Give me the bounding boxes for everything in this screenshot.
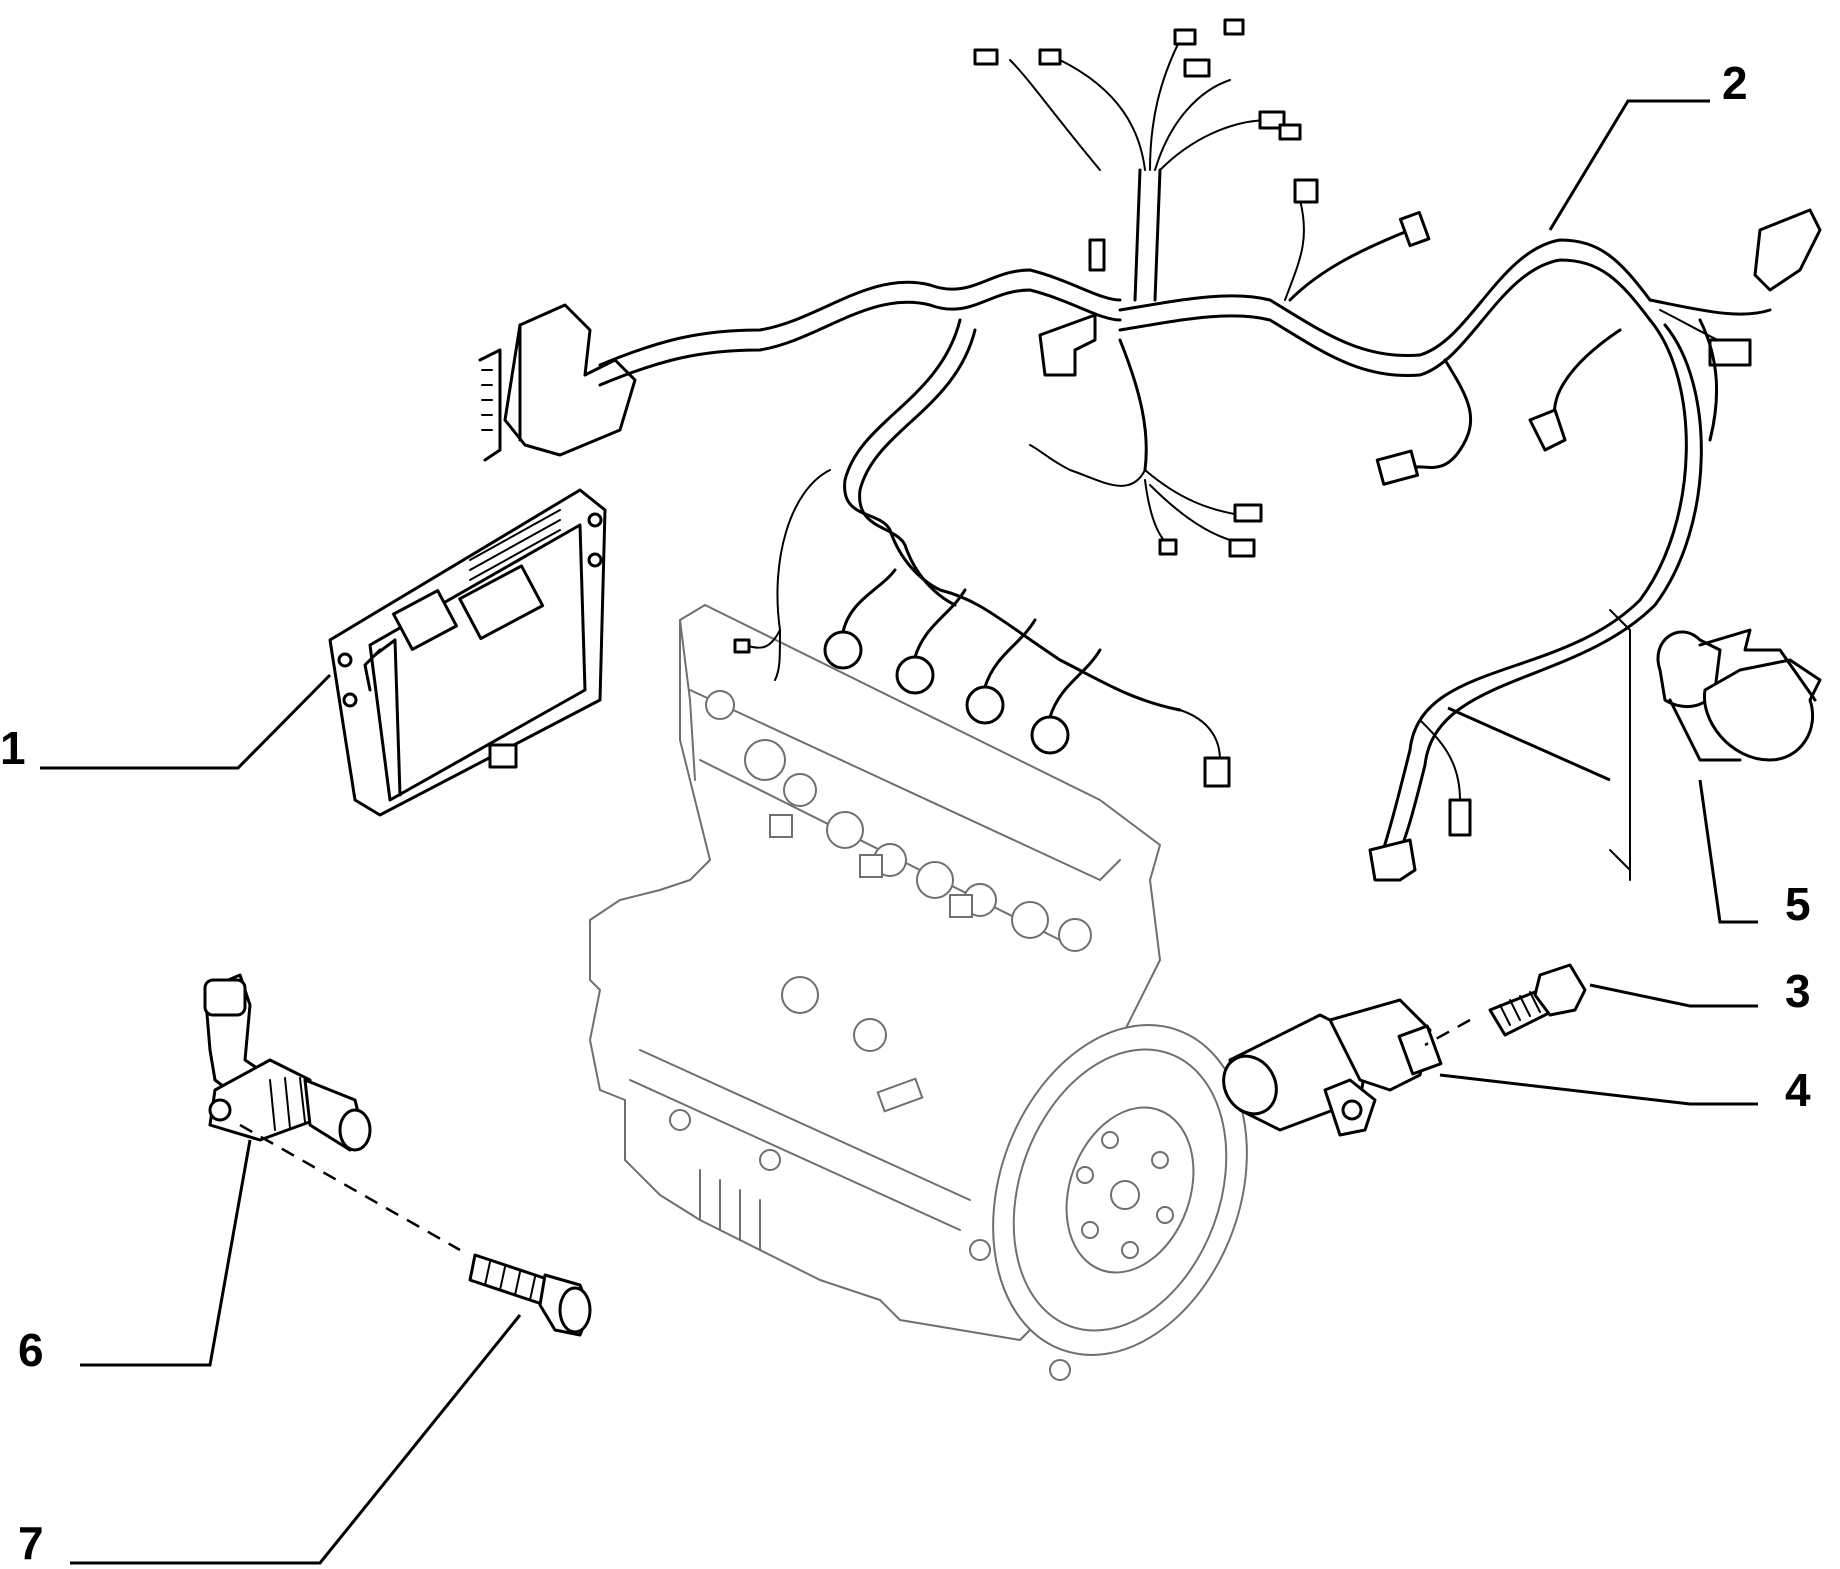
sensor-part-6 <box>203 973 372 1152</box>
callout-2: 2 <box>1722 57 1748 109</box>
engine-block <box>589 604 1248 1381</box>
callout-4: 4 <box>1785 1064 1811 1116</box>
leader-4 <box>1439 1073 1758 1106</box>
callout-7: 7 <box>18 1517 44 1569</box>
leader-6 <box>80 1139 252 1367</box>
bolt-part-7 <box>468 1253 592 1337</box>
bolt-axis-3 <box>1424 1018 1471 1047</box>
callout-6: 6 <box>18 1324 44 1376</box>
leader-5b <box>1447 706 1611 782</box>
bolt-part-3 <box>1488 963 1587 1037</box>
sensor-part-4 <box>1222 998 1443 1137</box>
callout-1: 1 <box>0 722 26 774</box>
callout-5: 5 <box>1785 878 1811 930</box>
harness-clip <box>1609 609 1822 881</box>
leader-3 <box>1589 983 1758 1008</box>
wiring-harness <box>478 18 1822 882</box>
bolt-axis-7 <box>239 1123 461 1252</box>
leader-lines <box>40 99 1758 1565</box>
leader-2 <box>1548 99 1710 231</box>
leader-7 <box>70 1314 522 1565</box>
callout-3: 3 <box>1785 965 1811 1017</box>
leader-5 <box>1698 779 1758 924</box>
leader-1 <box>40 673 332 770</box>
engine-control-unit <box>328 488 607 817</box>
